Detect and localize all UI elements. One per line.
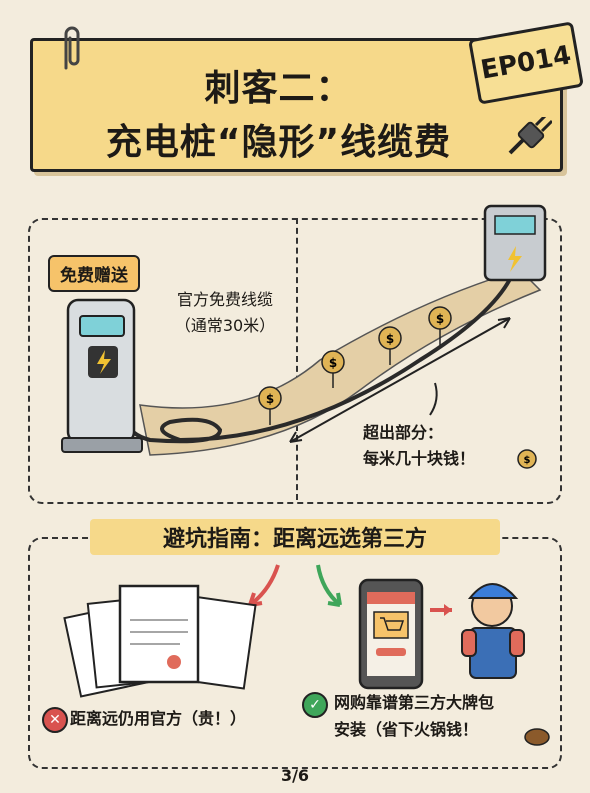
official-cable-note: 官方免费线缆 （通常30米） (150, 287, 300, 339)
cross-icon: ✕ (42, 707, 68, 733)
plug-icon (508, 117, 552, 155)
excess-note-line2: 每米几十块钱！ (363, 449, 476, 468)
good-tip: 网购靠谱第三方大牌包 安装（省下火锅钱！ (334, 689, 564, 743)
free-gift-bubble: 免费赠送 (48, 255, 140, 292)
cable-cost-panel (28, 218, 562, 504)
good-tip-line2: 安装（省下火锅钱！ (334, 720, 479, 739)
check-icon: ✓ (302, 692, 328, 718)
paperclip-icon (64, 26, 80, 70)
episode-tag: EP014 (468, 21, 584, 105)
page-title-line2: 充电桩“隐形”线缆费 (105, 122, 452, 163)
good-tip-line1: 网购靠谱第三方大牌包 (334, 693, 495, 712)
guide-title: 避坑指南：距离远选第三方 (90, 519, 500, 555)
excess-note-line1: 超出部分： (363, 423, 444, 442)
panel-divider (296, 218, 298, 500)
excess-cost-note: 超出部分： 每米几十块钱！ (363, 420, 513, 472)
page-title-line1: 刺客二： (204, 68, 353, 109)
page-indicator: 3/6 (280, 766, 310, 785)
official-cable-note-line1: 官方免费线缆 (176, 290, 273, 309)
official-cable-note-line2: （通常30米） (174, 316, 276, 335)
bad-tip: 距离远仍用官方（贵！） (70, 709, 247, 728)
